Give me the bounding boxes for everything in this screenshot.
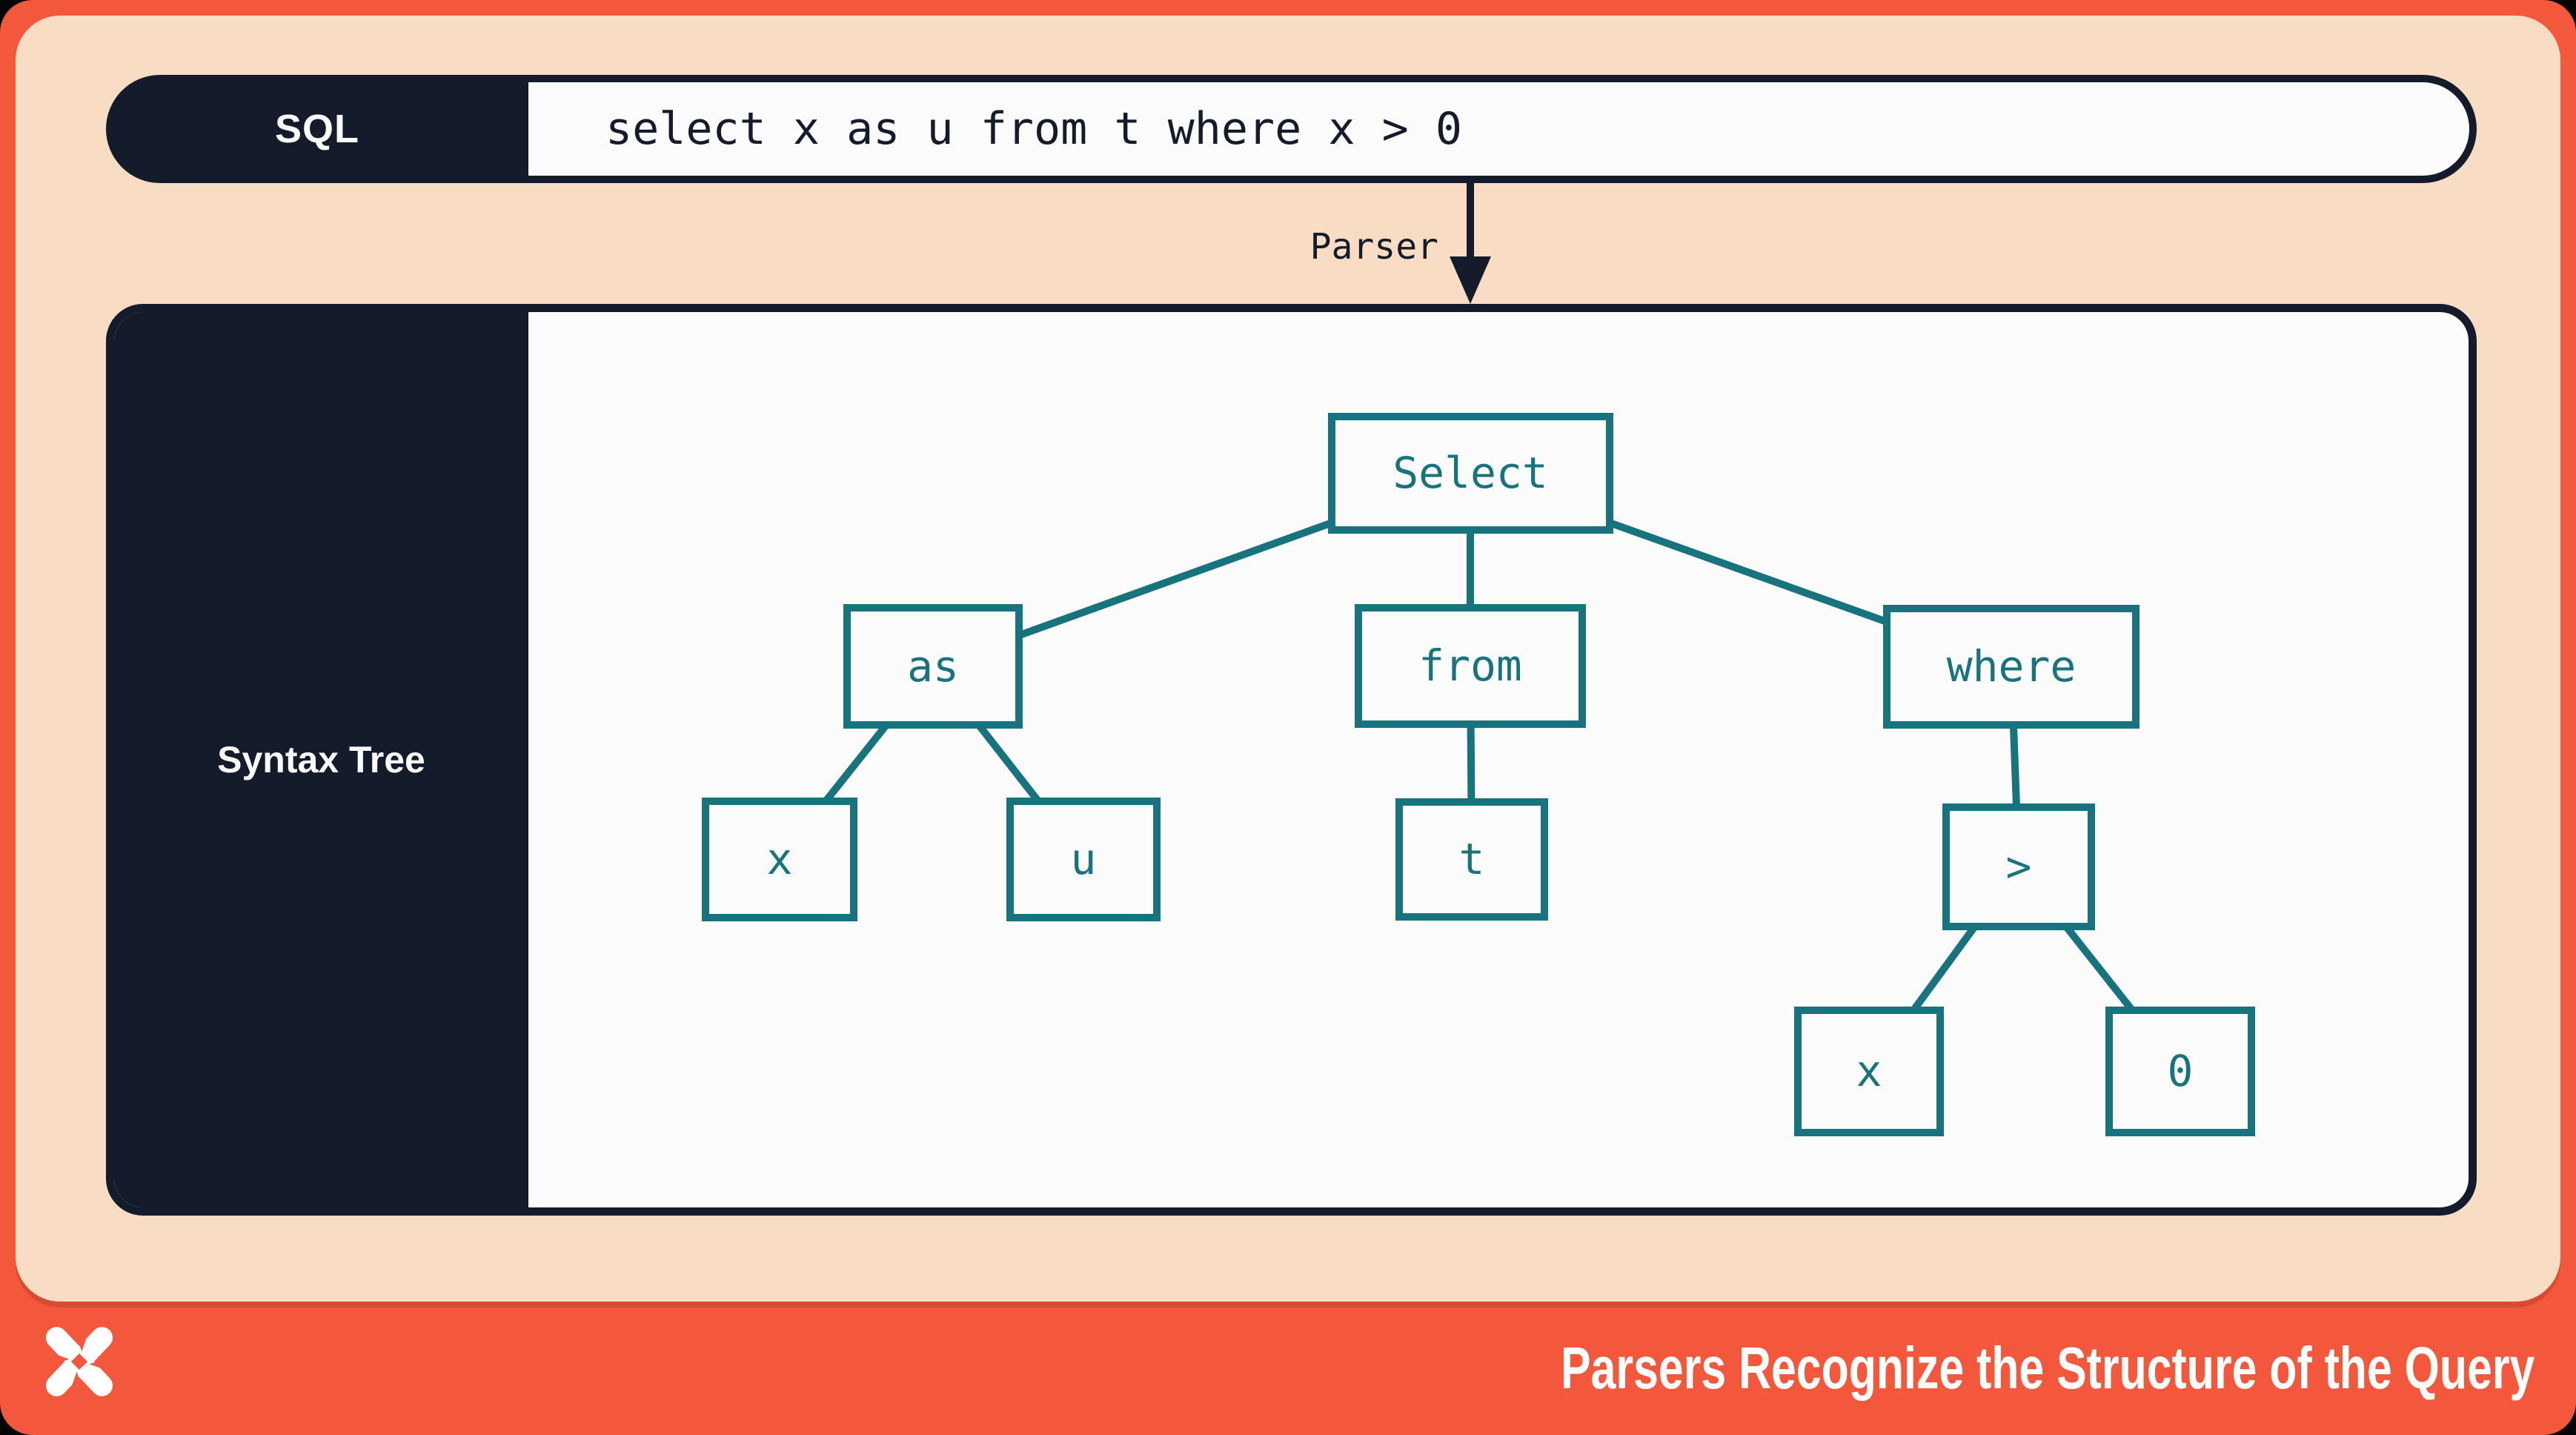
sql-query-text: select x as u from t where x > 0	[605, 103, 1462, 155]
footer-caption: Parsers Recognize the Structure of the Q…	[1560, 1335, 2534, 1401]
syntax-tree-panel: Syntax Tree	[106, 304, 2477, 1216]
logo-notch	[42, 1350, 70, 1369]
dolt-x-logo	[42, 1324, 117, 1399]
logo-notch	[89, 1354, 117, 1373]
logo-notch	[67, 1371, 87, 1399]
logo-notch	[72, 1324, 91, 1352]
syntax-tree-label: Syntax Tree	[217, 739, 425, 781]
syntax-tree-sidebar: Syntax Tree	[114, 312, 528, 1207]
logo-diamond-hole	[70, 1353, 88, 1371]
sql-query-box: select x as u from t where x > 0	[528, 82, 2469, 176]
logo-pinwheel	[42, 1324, 117, 1399]
sql-label: SQL	[274, 107, 359, 151]
sql-bar: SQL select x as u from t where x > 0	[106, 75, 2477, 183]
